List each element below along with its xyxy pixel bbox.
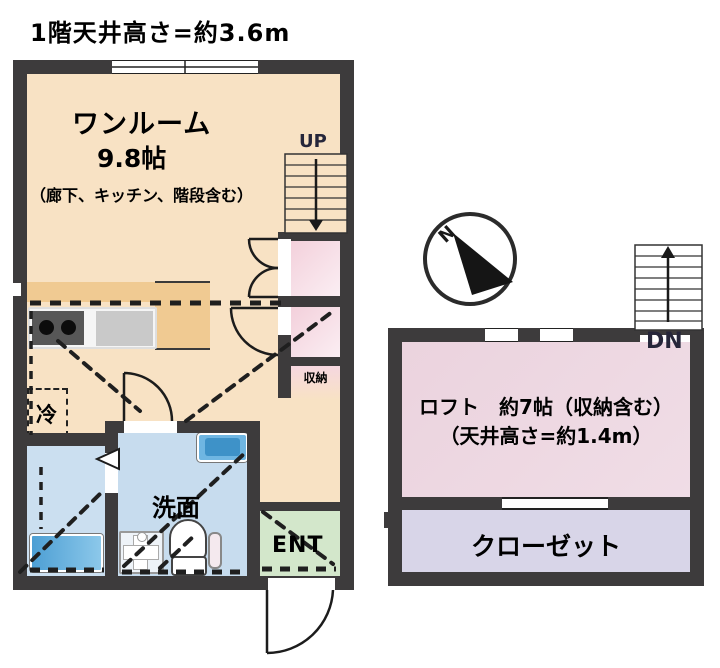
wall-bathroom-top	[13, 433, 114, 446]
toilet-bowl	[169, 519, 207, 560]
wall-vent-notch	[13, 283, 21, 296]
dn-label: DN	[646, 329, 683, 354]
wall-storage-left	[278, 357, 291, 398]
compass-north-label: N	[435, 222, 460, 248]
vanity-sink-basin	[205, 438, 240, 456]
closet-label: クローゼット	[470, 532, 621, 561]
loft-label: ロフト 約7帖（収納含む）	[419, 395, 673, 419]
entrance-label: ENT	[272, 533, 324, 558]
main-room-note: （廊下、キッチン、階段含む）	[30, 186, 254, 205]
loft-wall-right	[690, 328, 704, 586]
window-main-room	[112, 60, 258, 74]
washroom-label: 洗面	[152, 494, 200, 522]
wall-bath-wash-divider	[105, 421, 118, 577]
bathtub	[30, 534, 103, 572]
fridge-label: 冷	[36, 403, 57, 427]
toilet-tank	[171, 556, 207, 576]
loft-wall-top-under-stairs	[640, 328, 704, 335]
wall-pink-mid	[291, 296, 340, 307]
compass-icon: N	[423, 212, 517, 306]
loft-window-2	[540, 328, 573, 342]
main-room-size: 9.8帖	[97, 144, 167, 173]
door-opening-pink-lower	[278, 307, 291, 335]
up-label: UP	[299, 131, 327, 152]
door-opening-pink-upper	[278, 239, 291, 296]
loft-wall-pillar	[384, 512, 400, 528]
pink-room-upper	[291, 240, 340, 296]
closet-floor	[402, 510, 690, 572]
door-entrance	[265, 589, 335, 655]
page-title: 1階天井高さ=約3.6m	[30, 19, 291, 47]
wall-washroom-top-right	[177, 421, 260, 433]
wall-washroom-top-left	[105, 421, 124, 433]
loft-ceiling-label: （天井高さ=約1.4m）	[439, 424, 653, 448]
loft-window-1	[485, 328, 518, 342]
loft-wall-bottom	[388, 572, 704, 586]
kitchen-floor-block	[155, 281, 210, 350]
stove-burner-right	[61, 320, 76, 335]
loft-floor	[402, 342, 690, 498]
entrance-door-opening	[268, 578, 335, 590]
closet-opening	[502, 497, 608, 510]
wall-washroom-right	[247, 421, 260, 577]
door-opening-washroom	[124, 421, 177, 433]
wall-under-stairs	[285, 232, 340, 241]
laundry-pan-cross-h	[123, 545, 159, 560]
main-room-name: ワンルーム	[72, 109, 212, 140]
stove-burner-left	[39, 320, 54, 335]
stairs-down-icon	[634, 244, 703, 331]
wall-left	[13, 60, 27, 590]
water-heater	[208, 532, 222, 569]
laundry-faucet	[137, 532, 147, 542]
loft-wall-left	[388, 328, 402, 586]
door-opening-bathroom	[105, 453, 118, 493]
storage-label: 収納	[303, 371, 328, 385]
pink-room-lower	[291, 307, 340, 357]
wall-right	[340, 60, 354, 590]
kitchen-sink	[96, 311, 153, 346]
wall-entrance-top	[247, 502, 340, 511]
